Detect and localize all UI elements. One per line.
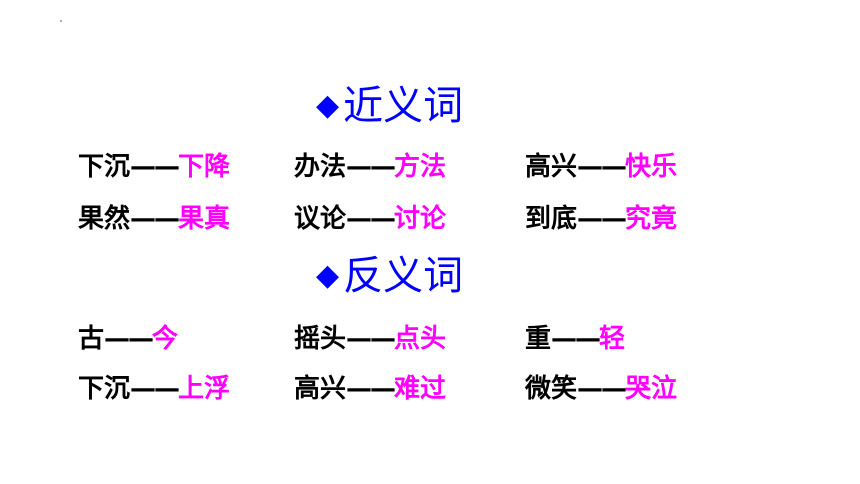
answer-word: 果真 bbox=[178, 204, 231, 234]
diamond-icon: ◆ bbox=[316, 88, 340, 123]
word: 重 bbox=[525, 324, 552, 354]
word-pair: 高兴——难过 bbox=[294, 372, 446, 406]
section-heading-synonyms: ◆ 近义词 bbox=[316, 84, 463, 128]
word-pair: 下沉——下降 bbox=[78, 150, 230, 184]
answer-word: 下降 bbox=[178, 152, 231, 182]
answer-word: 讨论 bbox=[394, 204, 447, 234]
word-pair: 议论——讨论 bbox=[294, 202, 446, 236]
answer-word: 点头 bbox=[394, 324, 447, 354]
section-title: 近义词 bbox=[343, 83, 464, 129]
word-pair: 微笑——哭泣 bbox=[525, 372, 677, 406]
word: 古 bbox=[78, 324, 105, 354]
answer-word: 快乐 bbox=[625, 152, 678, 182]
dash: —— bbox=[577, 374, 627, 404]
answer-word: 哭泣 bbox=[625, 374, 678, 404]
word: 议论 bbox=[294, 204, 347, 234]
dash: —— bbox=[130, 152, 180, 182]
dash: —— bbox=[346, 374, 396, 404]
word: 办法 bbox=[294, 152, 347, 182]
answer-word: 上浮 bbox=[178, 374, 231, 404]
dash: —— bbox=[577, 152, 627, 182]
word: 下沉 bbox=[78, 374, 131, 404]
dash: —— bbox=[577, 204, 627, 234]
dash: —— bbox=[130, 374, 180, 404]
answer-word: 轻 bbox=[599, 324, 626, 354]
dash: —— bbox=[130, 204, 180, 234]
word: 到底 bbox=[525, 204, 578, 234]
diamond-icon: ◆ bbox=[316, 258, 340, 293]
word: 微笑 bbox=[525, 374, 578, 404]
answer-word: 今 bbox=[152, 324, 179, 354]
dash: —— bbox=[346, 324, 396, 354]
dash: —— bbox=[104, 324, 154, 354]
word: 摇头 bbox=[294, 324, 347, 354]
answer-word: 难过 bbox=[394, 374, 447, 404]
word-pair: 古——今 bbox=[78, 322, 178, 356]
dash: —— bbox=[551, 324, 601, 354]
word: 高兴 bbox=[294, 374, 347, 404]
word: 高兴 bbox=[525, 152, 578, 182]
word-pair: 摇头——点头 bbox=[294, 322, 446, 356]
word-pair: 到底——究竟 bbox=[525, 202, 677, 236]
answer-word: 方法 bbox=[394, 152, 447, 182]
word-pair: 办法——方法 bbox=[294, 150, 446, 184]
word: 果然 bbox=[78, 204, 131, 234]
answer-word: 究竟 bbox=[625, 204, 678, 234]
dash: —— bbox=[346, 204, 396, 234]
word-pair: 高兴——快乐 bbox=[525, 150, 677, 184]
word-pair: 果然——果真 bbox=[78, 202, 230, 236]
decorative-dot bbox=[60, 20, 62, 22]
word: 下沉 bbox=[78, 152, 131, 182]
word-pair: 下沉——上浮 bbox=[78, 372, 230, 406]
section-heading-antonyms: ◆ 反义词 bbox=[316, 254, 463, 298]
word-pair: 重——轻 bbox=[525, 322, 625, 356]
section-title: 反义词 bbox=[343, 253, 464, 299]
dash: —— bbox=[346, 152, 396, 182]
